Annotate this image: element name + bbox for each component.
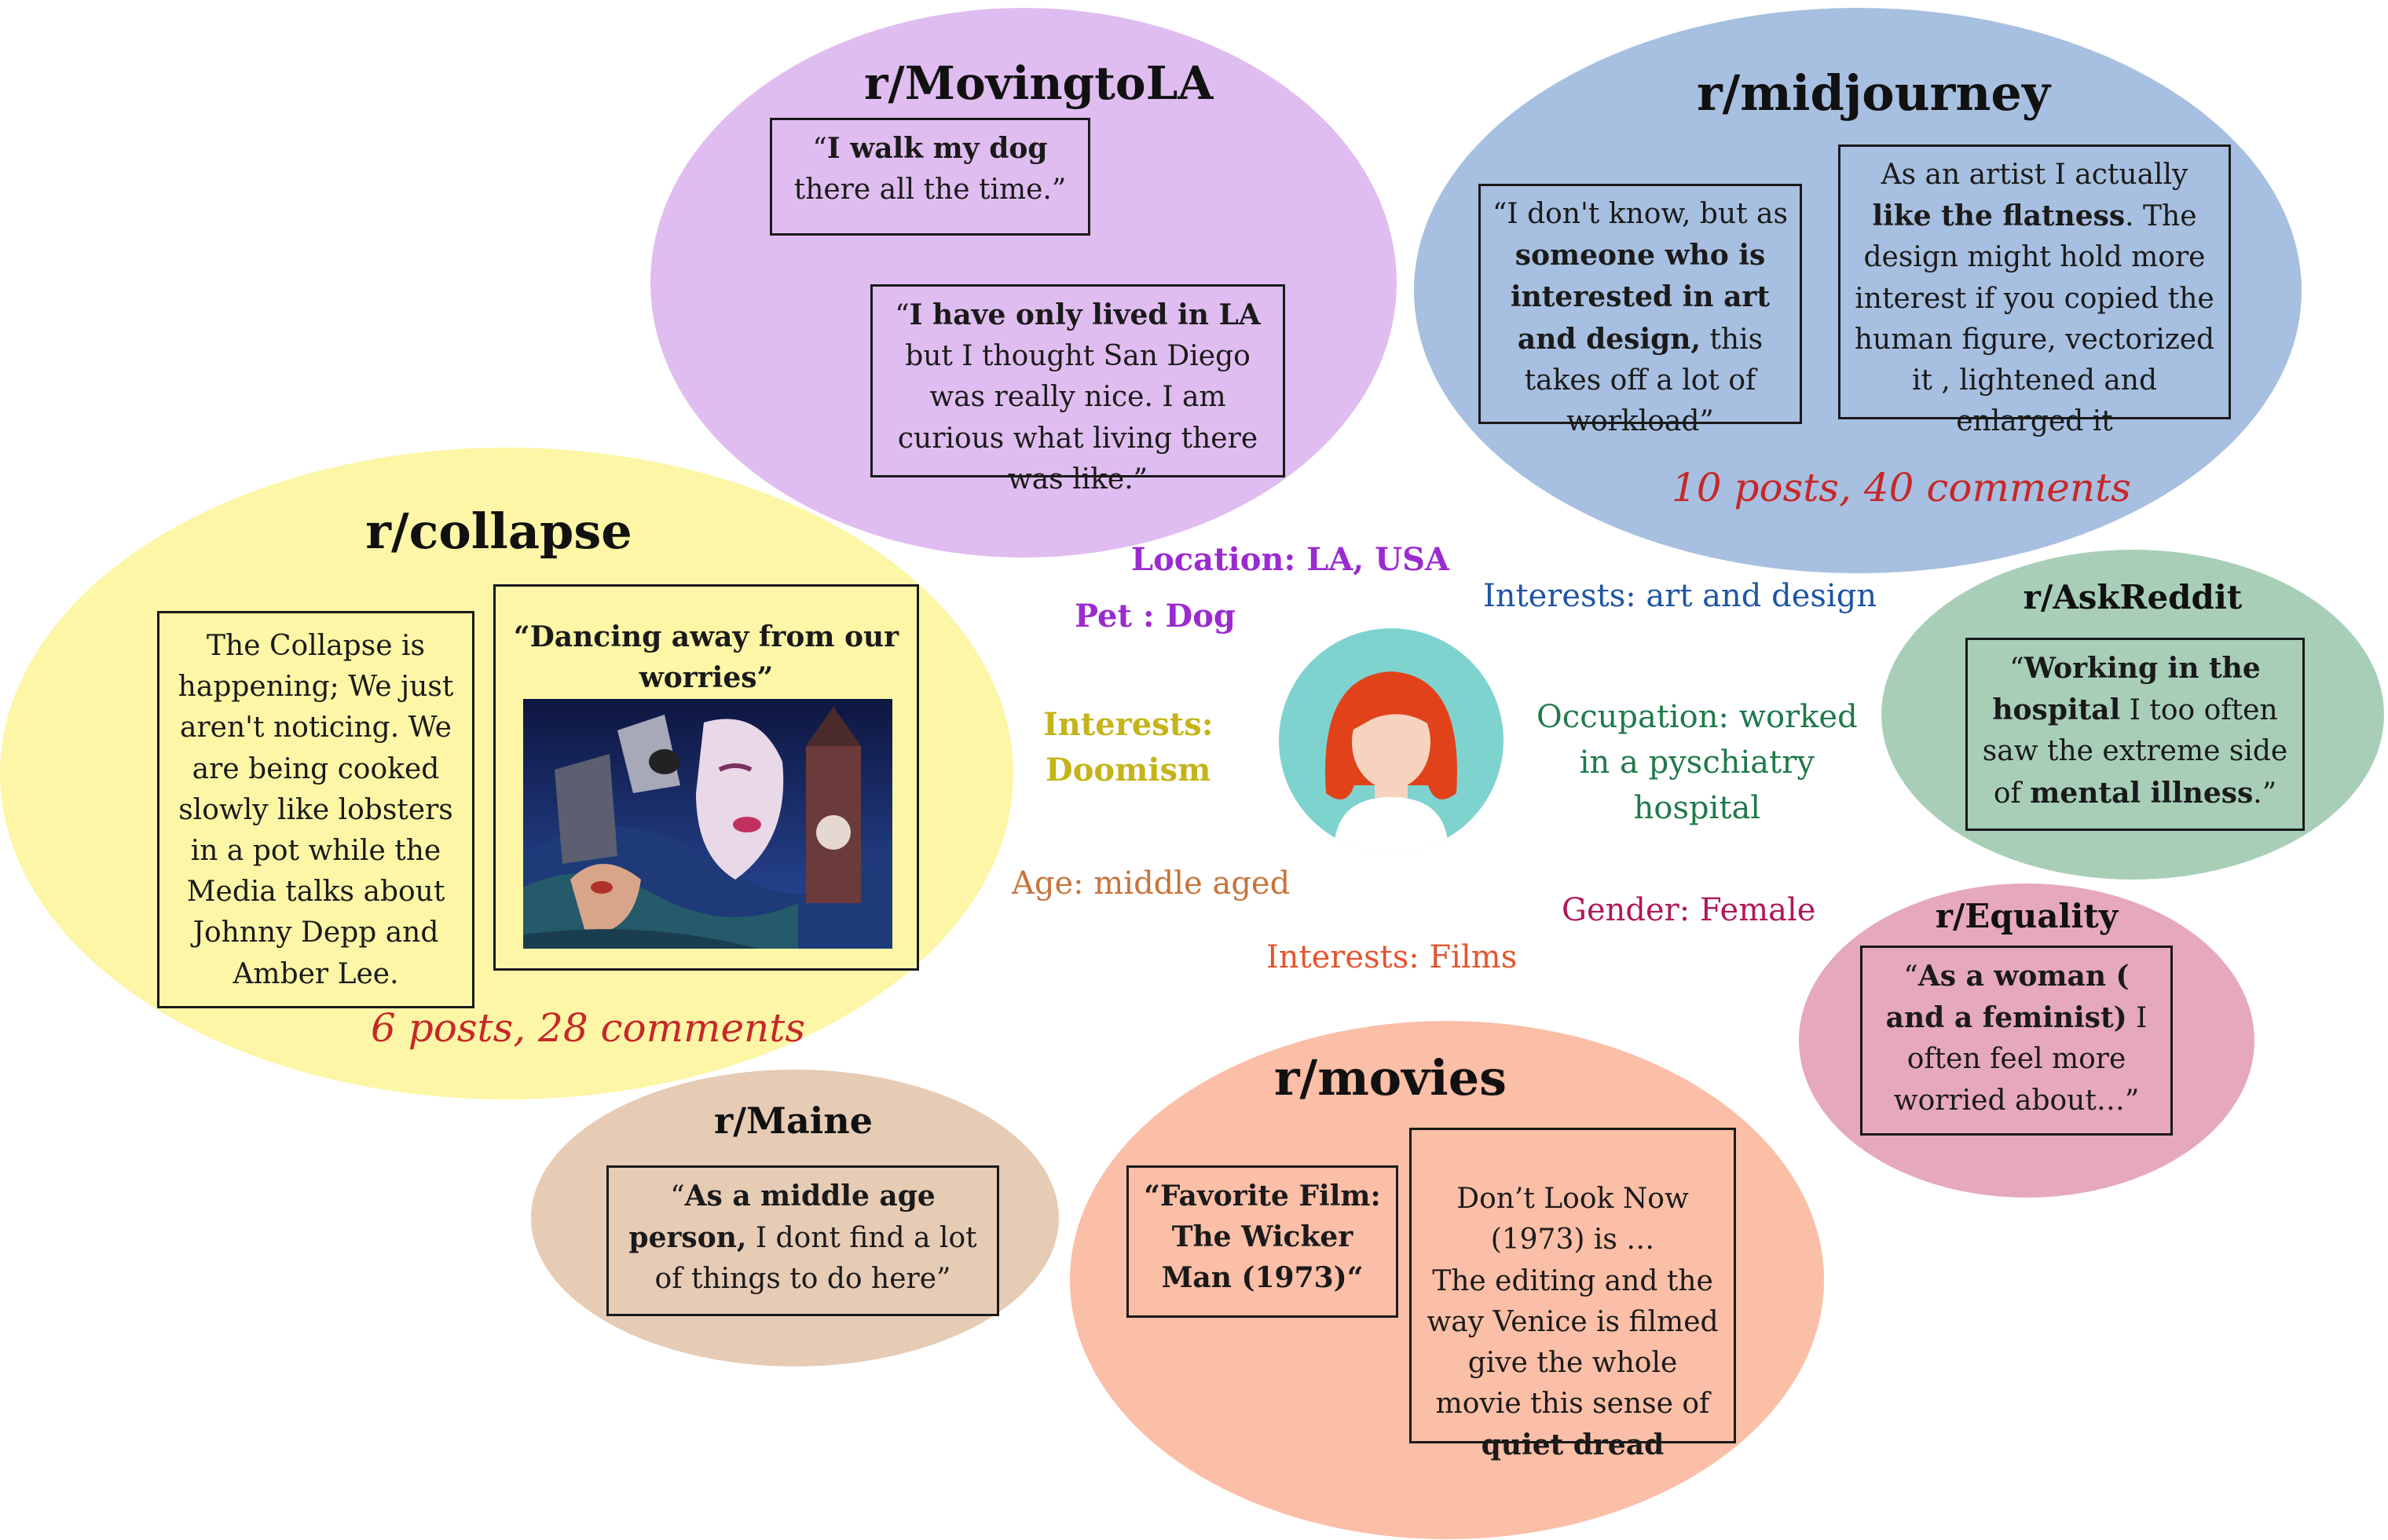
bubble-askreddit — [1881, 550, 2384, 880]
quote-emphasis: quiet dread — [1481, 1428, 1665, 1462]
quote-text: I dont find a lot of things to do here” — [654, 1222, 977, 1296]
quote-text: .” — [2253, 777, 2277, 810]
quote-text: Don’t Look Now (1973) is … The editing a… — [1427, 1183, 1719, 1421]
attribute-location: Location: LA, USA — [1131, 541, 1450, 578]
maine-quote: “As a middle age person, I dont find a l… — [606, 1165, 999, 1316]
quote-emphasis: Working in the hospital — [1992, 652, 2261, 727]
female-user-avatar-icon — [1279, 628, 1503, 853]
image-post-caption: “Dancing away from our worries” — [513, 620, 899, 695]
movies-title: r/movies — [1273, 1049, 1507, 1107]
quote-text: “ — [1903, 960, 1918, 993]
quote-text: this takes off a lot of workload” — [1524, 323, 1764, 437]
quote-emphasis: someone who is interested in art and des… — [1510, 239, 1771, 356]
moving-to-la-title: r/MovingtoLA — [864, 57, 1214, 110]
quote-text: “ — [670, 1180, 685, 1213]
quote-emphasis: As a woman ( and a feminist) — [1885, 960, 2130, 1035]
quote-emphasis: like the flatness — [1872, 199, 2126, 233]
quote-emphasis: I walk my dog — [826, 132, 1048, 165]
movies-quote-wicker-man: “Favorite Film: The Wicker Man (1973)“ — [1126, 1165, 1398, 1318]
quote-text: I too often saw the extreme side of — [1982, 694, 2288, 810]
collapse-quote-lobsters: The Collapse is happening; We just aren'… — [157, 611, 474, 1008]
quote-text: “Favorite Film: The Wicker Man (1973)“ — [1144, 1180, 1381, 1295]
collapse-stats: 6 posts, 28 comments — [371, 1005, 806, 1051]
quote-emphasis: mental illness — [2030, 776, 2254, 810]
quote-text: there all the time.” — [793, 174, 1067, 207]
quote-text: I often feel more worried about…” — [1893, 1002, 2148, 1117]
attribute-occupation: Occupation: worked in a pyschiatry hospi… — [1536, 699, 1858, 826]
quote-text: “ — [895, 299, 910, 331]
askreddit-quote: “Working in the hospital I too often saw… — [1965, 638, 2305, 831]
attribute-interests-art: Interests: art and design — [1483, 578, 1877, 614]
quote-emphasis: I have only lived in LA — [909, 298, 1261, 331]
quote-text: “ — [2009, 653, 2024, 685]
attribute-pet: Pet : Dog — [1075, 598, 1236, 635]
quote-emphasis: As a middle age person, — [628, 1180, 936, 1255]
quote-text: “I don't know, but as — [1492, 198, 1788, 230]
maine-title: r/Maine — [714, 1099, 873, 1142]
equality-quote: “As a woman ( and a feminist) I often fe… — [1860, 946, 2173, 1136]
moving-to-la-quote-dog: “I walk my dog there all the time.” — [770, 118, 1090, 236]
attribute-films: Interests: Films — [1266, 939, 1518, 975]
bubble-maine — [531, 1070, 1059, 1366]
collapse-title: r/collapse — [365, 503, 632, 560]
quote-text: but I thought San Diego was really nice.… — [897, 340, 1258, 496]
collapse-image-post: “Dancing away from our worries” — [493, 584, 919, 971]
bubble-movies — [1070, 1021, 1824, 1539]
moving-to-la-quote-san-diego: “I have only lived in LA but I thought S… — [870, 284, 1285, 496]
midjourney-title: r/midjourney — [1697, 64, 2050, 122]
movies-quote-dont-look-now: Don’t Look Now (1973) is … The editing a… — [1409, 1128, 1736, 1461]
midjourney-quote-flatness: As an artist I actually like the flatnes… — [1838, 144, 2231, 437]
bubble-moving-to-la — [650, 8, 1397, 558]
quote-text: As an artist I actually — [1881, 159, 2188, 191]
midjourney-quote-art-design: “I don't know, but as someone who is int… — [1478, 184, 1802, 437]
bubble-midjourney — [1414, 8, 2302, 573]
quote-text: . The design might hold more interest if… — [1854, 200, 2215, 438]
attribute-gender: Gender: Female — [1562, 892, 1816, 928]
bubble-equality — [1799, 883, 2254, 1198]
quote-text: “ — [812, 133, 827, 165]
attribute-age: Age: middle aged — [1012, 865, 1291, 902]
painting-image — [523, 699, 892, 949]
equality-title: r/Equality — [1935, 897, 2119, 935]
askreddit-title: r/AskReddit — [2023, 578, 2243, 616]
attribute-interests-doomism: Interests: Doomism — [1043, 706, 1214, 788]
midjourney-stats: 10 posts, 40 comments — [1672, 465, 2131, 510]
